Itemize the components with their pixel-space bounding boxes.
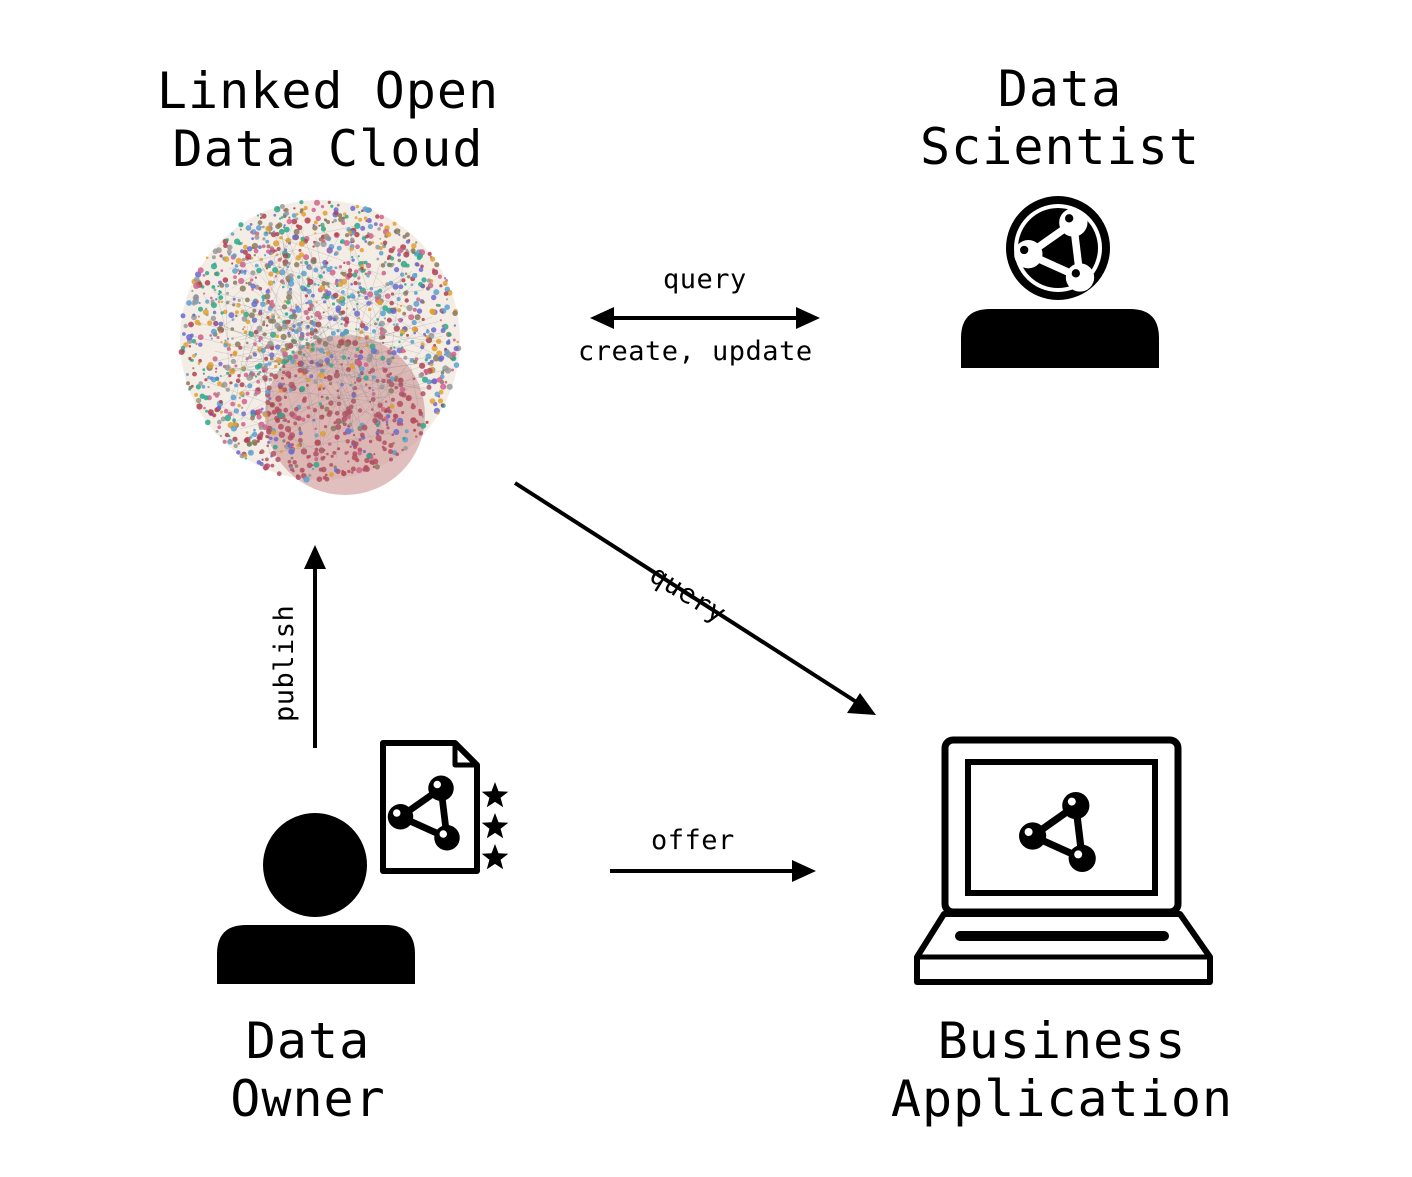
arrow-query-create-update — [590, 307, 820, 329]
arrow-offer — [610, 860, 816, 882]
lod-cloud-title: Linked Open Data Cloud — [128, 62, 528, 178]
lod-cloud-title-line2: Data Cloud — [172, 120, 484, 178]
person-with-rdf-head-icon — [961, 196, 1159, 368]
star-icon — [481, 813, 509, 839]
business-application-title: Business Application — [862, 1012, 1262, 1128]
edge-label-query-top: query — [663, 264, 747, 295]
data-scientist-title-line1: Data — [997, 60, 1123, 118]
person-icon — [217, 813, 415, 984]
lod-cloud-graph — [178, 199, 462, 495]
edge-label-offer: offer — [651, 825, 735, 856]
edge-label-create-update: create, update — [578, 336, 813, 367]
laptop-rdf-icon — [914, 736, 1213, 985]
lod-cloud-title-line1: Linked Open — [156, 62, 500, 120]
business-application-title-line1: Business — [937, 1012, 1187, 1070]
data-owner-title-line2: Owner — [230, 1070, 386, 1128]
arrow-query-diagonal — [513, 481, 876, 715]
data-scientist-title: Data Scientist — [910, 60, 1210, 176]
star-icon — [481, 844, 509, 870]
star-icon — [481, 782, 509, 808]
rdf-document-icon — [380, 740, 480, 874]
data-owner-title-line1: Data — [245, 1012, 371, 1070]
business-application-title-line2: Application — [890, 1070, 1234, 1128]
data-scientist-title-line2: Scientist — [920, 118, 1200, 176]
arrow-publish — [304, 545, 326, 748]
data-owner-title: Data Owner — [158, 1012, 458, 1128]
rating-stars — [481, 782, 509, 870]
